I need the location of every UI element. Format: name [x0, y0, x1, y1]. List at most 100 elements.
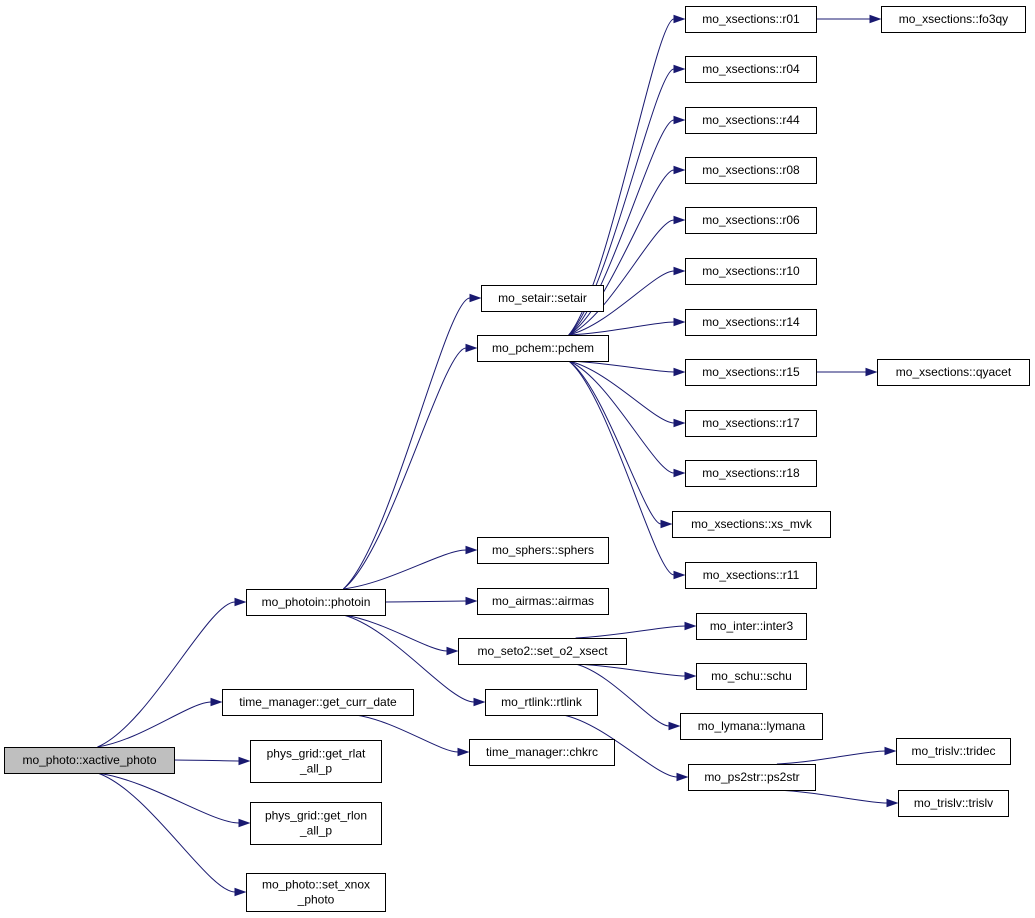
- arrowhead-icon: [865, 367, 878, 377]
- node-label: mo_xsections::r08: [702, 163, 800, 177]
- arrowhead-icon: [446, 646, 459, 656]
- node-xs-mvk[interactable]: mo_xsections::xs_mvk: [672, 511, 831, 538]
- node-box: [685, 309, 817, 336]
- arrowhead-icon: [465, 343, 478, 353]
- node-label: mo_xsections::r15: [702, 365, 800, 379]
- node-box: [685, 359, 817, 386]
- edge-photoin-to-setair: [342, 293, 482, 590]
- node-label: _all_p: [299, 762, 332, 776]
- node-box: [458, 638, 627, 665]
- node-schu[interactable]: mo_schu::schu: [696, 663, 807, 690]
- node-label: _all_p: [299, 824, 332, 838]
- arrowhead-icon: [869, 14, 882, 24]
- node-r44[interactable]: mo_xsections::r44: [685, 107, 817, 134]
- node-ps2str[interactable]: mo_ps2str::ps2str: [688, 764, 816, 791]
- edge-xactive_photo-to-set_xnox: [97, 772, 247, 897]
- node-label: mo_xsections::xs_mvk: [691, 517, 813, 531]
- node-sphers[interactable]: mo_sphers::sphers: [477, 537, 609, 564]
- arrowhead-icon: [673, 570, 686, 580]
- node-label: mo_sphers::sphers: [492, 543, 594, 557]
- node-r08[interactable]: mo_xsections::r08: [685, 157, 817, 184]
- node-box: [250, 802, 382, 845]
- edge-xactive_photo-to-get_rlat: [173, 756, 251, 766]
- node-box: [896, 738, 1011, 765]
- edge-xactive_photo-to-get_rlon: [97, 772, 251, 828]
- arrowhead-icon: [884, 746, 897, 756]
- arrowhead-icon: [210, 697, 223, 707]
- node-label: mo_xsections::r10: [702, 264, 800, 278]
- edge-line: [173, 759, 240, 762]
- node-box: [685, 562, 817, 589]
- node-pchem[interactable]: mo_pchem::pchem: [477, 335, 609, 362]
- node-label: mo_photo::xactive_photo: [22, 753, 156, 767]
- node-photoin[interactable]: mo_photoin::photoin: [246, 589, 386, 616]
- node-get-rlon[interactable]: phys_grid::get_rlon_all_p: [250, 802, 382, 845]
- node-inter3[interactable]: mo_inter::inter3: [696, 613, 807, 640]
- edge-line: [97, 772, 240, 824]
- arrowhead-icon: [668, 721, 681, 731]
- edge-line: [568, 360, 675, 474]
- node-r11[interactable]: mo_xsections::r11: [685, 562, 817, 589]
- arrowhead-icon: [673, 64, 686, 74]
- edge-rtlink-to-ps2str: [563, 714, 689, 782]
- node-xactive-photo[interactable]: mo_photo::xactive_photo: [4, 747, 175, 774]
- node-label: mo_schu::schu: [711, 669, 792, 683]
- node-get-rlat[interactable]: phys_grid::get_rlat_all_p: [250, 740, 382, 783]
- node-box: [477, 588, 609, 615]
- arrowhead-icon: [684, 621, 697, 631]
- edge-line: [568, 119, 675, 336]
- node-tridec[interactable]: mo_trislv::tridec: [896, 738, 1011, 765]
- node-set-o2-xsect[interactable]: mo_seto2::set_o2_xsect: [458, 638, 627, 665]
- node-box: [685, 157, 817, 184]
- arrowhead-icon: [469, 293, 482, 303]
- node-setair[interactable]: mo_setair::setair: [481, 285, 604, 312]
- edge-line: [568, 360, 675, 576]
- node-lymana[interactable]: mo_lymana::lymana: [680, 713, 823, 740]
- node-r15[interactable]: mo_xsections::r15: [685, 359, 817, 386]
- node-label: mo_xsections::r14: [702, 315, 800, 329]
- edge-ps2str-to-tridec: [776, 746, 897, 765]
- node-airmas[interactable]: mo_airmas::airmas: [477, 588, 609, 615]
- node-r01[interactable]: mo_xsections::r01: [685, 6, 817, 33]
- edge-pchem-to-r11: [568, 360, 686, 580]
- node-r17[interactable]: mo_xsections::r17: [685, 410, 817, 437]
- node-qyacet[interactable]: mo_xsections::qyacet: [877, 359, 1030, 386]
- edge-line: [342, 347, 467, 590]
- node-r10[interactable]: mo_xsections::r10: [685, 258, 817, 285]
- node-r06[interactable]: mo_xsections::r06: [685, 207, 817, 234]
- node-label: mo_xsections::r01: [702, 12, 800, 26]
- node-box: [250, 740, 382, 783]
- edge-xactive_photo-to-get_curr_date: [97, 697, 223, 748]
- node-get-curr-date[interactable]: time_manager::get_curr_date: [222, 689, 414, 716]
- node-label: mo_lymana::lymana: [698, 719, 806, 733]
- node-box: [696, 663, 807, 690]
- node-label: phys_grid::get_rlat: [267, 747, 366, 761]
- node-fo3qy[interactable]: mo_xsections::fo3qy: [881, 6, 1026, 33]
- node-chkrc[interactable]: time_manager::chkrc: [469, 739, 615, 766]
- node-label: time_manager::get_curr_date: [239, 695, 397, 709]
- edge-photoin-to-pchem: [342, 343, 478, 590]
- call-nodes: mo_photo::xactive_photo mo_photoin::photo…: [4, 6, 1030, 912]
- node-box: [477, 335, 609, 362]
- node-label: mo_pchem::pchem: [492, 341, 594, 355]
- node-trislv[interactable]: mo_trislv::trislv: [898, 790, 1009, 817]
- arrowhead-icon: [673, 266, 686, 276]
- node-rtlink[interactable]: mo_rtlink::rtlink: [485, 689, 598, 716]
- edge-pchem-to-r15: [568, 360, 686, 377]
- arrowhead-icon: [457, 747, 470, 757]
- arrowhead-icon: [673, 115, 686, 125]
- edge-r15-to-qyacet: [816, 367, 878, 377]
- edge-line: [97, 601, 236, 748]
- edge-r01-to-fo3qy: [816, 14, 882, 24]
- node-label: phys_grid::get_rlon: [265, 809, 367, 823]
- edge-pchem-to-r17: [568, 360, 686, 428]
- node-label: time_manager::chkrc: [486, 745, 598, 759]
- node-r04[interactable]: mo_xsections::r04: [685, 56, 817, 83]
- node-box: [485, 689, 598, 716]
- edge-pchem-to-r14: [568, 317, 686, 336]
- node-r18[interactable]: mo_xsections::r18: [685, 460, 817, 487]
- node-label: mo_trislv::tridec: [911, 744, 995, 758]
- node-r14[interactable]: mo_xsections::r14: [685, 309, 817, 336]
- edge-set_o2_xsect-to-inter3: [575, 621, 697, 639]
- node-set-xnox[interactable]: mo_photo::set_xnox_photo: [246, 873, 386, 912]
